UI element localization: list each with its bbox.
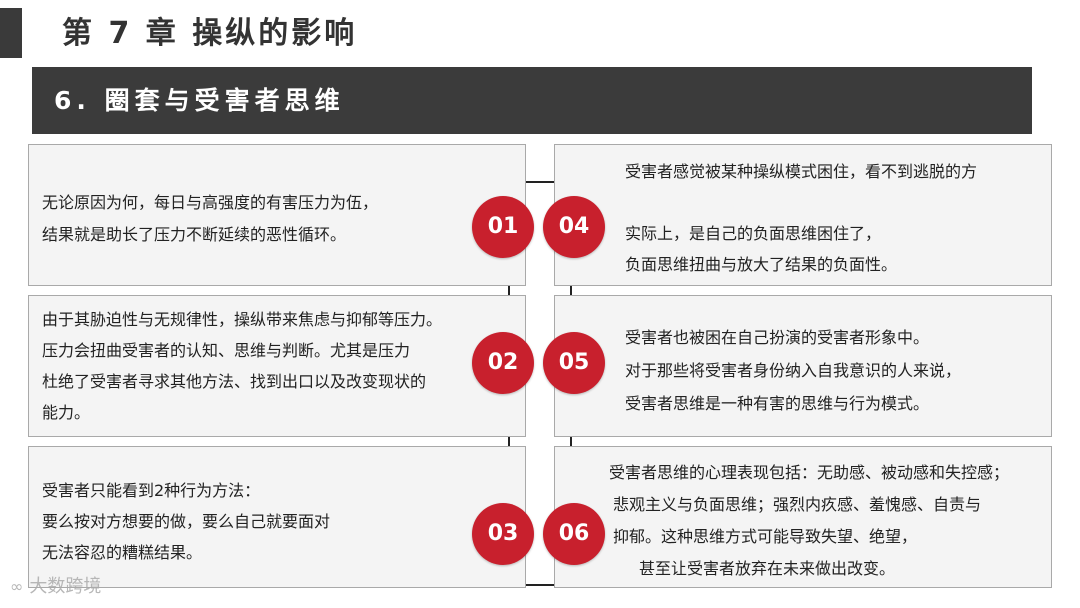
card-text-line <box>625 187 1051 218</box>
right-card-1: 受害者感觉被某种操纵模式困住，看不到逃脱的方 实际上，是自己的负面思维困住了， … <box>554 144 1052 286</box>
card-text-line: 受害者也被困在自己扮演的受害者形象中。 <box>625 328 930 347</box>
badge-02: 02 <box>472 332 534 394</box>
section-title: 6. 圈套与受害者思维 <box>54 86 345 115</box>
right-card-3: 受害者思维的心理表现包括：无助感、被动感和失控感； 悲观主义与负面思维；强烈内疚… <box>554 446 1052 588</box>
card-text-line: 杜绝了受害者寻求其他方法、找到出口以及改变现状的 <box>42 372 427 391</box>
chapter-bar <box>0 8 22 58</box>
left-card-2: 由于其胁迫性与无规律性，操纵带来焦虑与抑郁等压力。 压力会扭曲受害者的认知、思维… <box>28 295 526 437</box>
watermark-text: 大数跨境 <box>29 576 102 597</box>
badge-06: 06 <box>543 503 605 565</box>
card-text-line: 无法容忍的糟糕结果。 <box>42 543 203 562</box>
connector-line-bottom <box>508 584 572 586</box>
card-text-line: 结果就是助长了压力不断延续的恶性循环。 <box>42 225 347 244</box>
card-text-line: 受害者感觉被某种操纵模式困住，看不到逃脱的方 <box>625 162 978 181</box>
card-text-line: 能力。 <box>42 403 91 422</box>
card-text-line: 受害者思维是一种有害的思维与行为模式。 <box>625 394 930 413</box>
card-text-line: 受害者只能看到2种行为方法： <box>42 481 261 500</box>
left-card-1: 无论原因为何，每日与高强度的有害压力为伍， 结果就是助长了压力不断延续的恶性循环… <box>28 144 526 286</box>
badge-05: 05 <box>543 332 605 394</box>
card-text-line: 要么按对方想要的做，要么自己就要面对 <box>42 512 331 531</box>
card-text-line: 受害者思维的心理表现包括：无助感、被动感和失控感； <box>609 463 1010 482</box>
section-banner: 6. 圈套与受害者思维 <box>32 67 1032 134</box>
card-text-line: 甚至让受害者放弃在未来做出改变。 <box>639 559 896 578</box>
card-text-line: 悲观主义与负面思维；强烈内疚感、羞愧感、自责与 <box>613 495 982 514</box>
card-text-line: 负面思维扭曲与放大了结果的负面性。 <box>625 255 898 274</box>
card-text-line: 抑郁。这种思维方式可能导致失望、绝望， <box>613 527 918 546</box>
right-card-2: 受害者也被困在自己扮演的受害者形象中。 对于那些将受害者身份纳入自我意识的人来说… <box>554 295 1052 437</box>
chapter-title: 第 7 章 操纵的影响 <box>62 16 358 51</box>
card-text-line: 对于那些将受害者身份纳入自我意识的人来说， <box>625 361 962 380</box>
badge-04: 04 <box>543 196 605 258</box>
watermark-logo-icon: ∞ <box>10 577 24 596</box>
card-text-line: 由于其胁迫性与无规律性，操纵带来焦虑与抑郁等压力。 <box>42 310 443 329</box>
badge-03: 03 <box>472 503 534 565</box>
card-text-line: 实际上，是自己的负面思维困住了， <box>625 224 882 243</box>
badge-01: 01 <box>472 196 534 258</box>
watermark: ∞ 大数跨境 <box>10 574 101 600</box>
card-text-line: 压力会扭曲受害者的认知、思维与判断。尤其是压力 <box>42 341 411 360</box>
connector-line-top <box>508 181 572 183</box>
card-text-line: 无论原因为何，每日与高强度的有害压力为伍， <box>42 193 379 212</box>
left-card-3: 受害者只能看到2种行为方法： 要么按对方想要的做，要么自己就要面对 无法容忍的糟… <box>28 446 526 588</box>
